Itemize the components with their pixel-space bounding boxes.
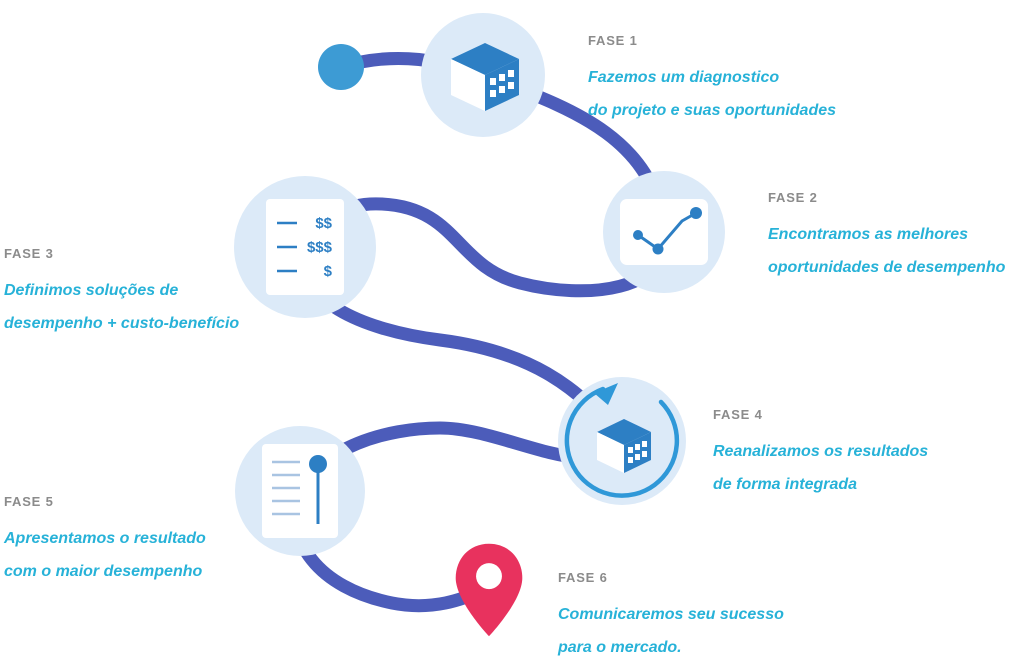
phase-3-node: $$ $$$ $ [234,176,376,318]
price-row-1: $$ [315,215,332,232]
map-pin-icon [455,543,523,637]
phase-5-text: FASE 5 Apresentamos o resultado com o ma… [4,494,206,588]
building-icon [451,43,519,111]
phase-6-node [452,540,526,640]
start-dot [318,44,364,90]
phase-6-line-2: para o mercado. [558,639,682,656]
phase-3-text: FASE 3 Definimos soluções de desempenho … [4,246,239,340]
scatter-chart-icon [620,199,708,265]
phase-6-line-1: Comunicaremos seu sucesso [558,606,784,623]
phase-3-line-2: desempenho + custo-benefício [4,315,240,332]
phase-4-line-1: Reanalizamos os resultados [713,443,929,460]
phase-4-line-2: de forma integrada [713,476,858,493]
phase-1-node [421,13,545,137]
phase-2-label: FASE 2 [768,190,818,205]
phase-1-line-2: do projeto e suas oportunidades [588,102,837,119]
price-row-3: $ [324,263,333,280]
phase-4-label: FASE 4 [713,407,763,422]
price-list-icon: $$ $$$ $ [266,199,344,295]
phase-3-line-1: Definimos soluções de [4,282,179,299]
report-pin-icon [262,444,338,538]
phase-2-line-1: Encontramos as melhores [768,226,969,243]
price-row-2: $$$ [307,239,333,256]
phase-4-node [558,377,686,505]
phase-1-line-1: Fazemos um diagnostico [588,69,780,86]
phase-2-line-2: oportunidades de desempenho [768,259,1006,276]
building-refresh-icon [564,383,680,498]
phase-3-label: FASE 3 [4,246,54,261]
phase-5-line-1: Apresentamos o resultado [4,530,206,547]
phase-6-label: FASE 6 [558,570,608,585]
phase-5-node [235,426,365,556]
phase-1-label: FASE 1 [588,33,638,48]
phase-1-text: FASE 1 Fazemos um diagnostico do projeto… [588,33,836,127]
phase-6-text: FASE 6 Comunicaremos seu sucesso para o … [558,570,784,659]
phase-2-node [603,171,725,293]
phase-4-text: FASE 4 Reanalizamos os resultados de for… [713,407,928,501]
phase-2-text: FASE 2 Encontramos as melhores oportunid… [768,190,1005,284]
phase-5-label: FASE 5 [4,494,54,509]
phase-5-line-2: com o maior desempenho [4,563,203,580]
